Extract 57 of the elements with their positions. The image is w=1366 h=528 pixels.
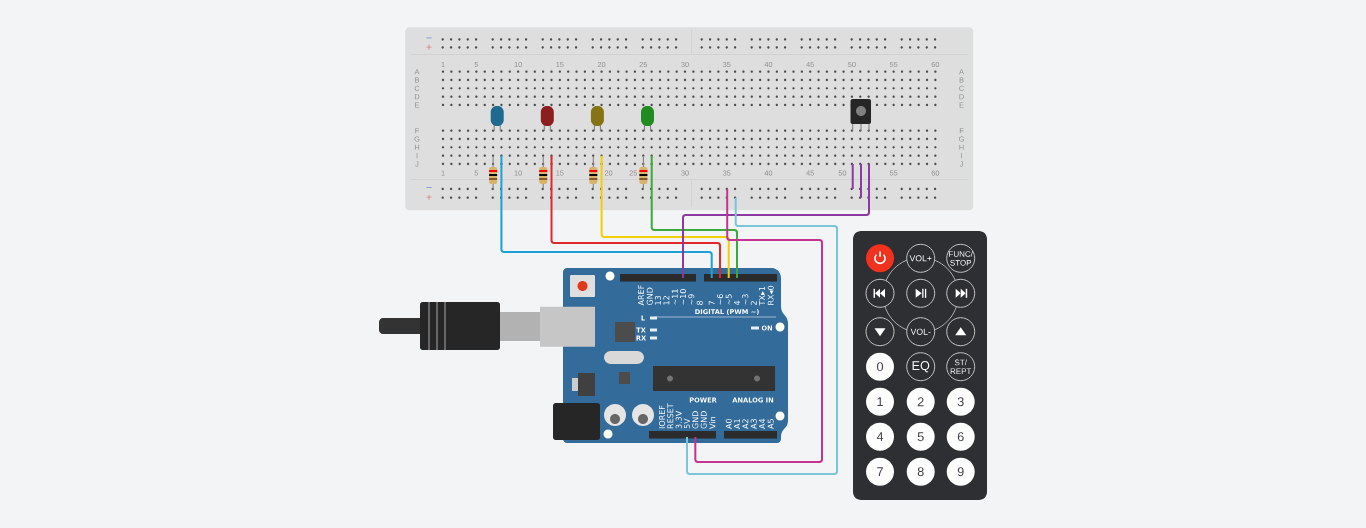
pin-label: RESET xyxy=(667,403,674,429)
pin-label: ~10 xyxy=(680,289,687,305)
pin-label: A2 xyxy=(742,419,749,429)
pin-label: 3.3V xyxy=(675,410,682,429)
remote-button: 4 xyxy=(866,422,894,451)
pin-label: AREF xyxy=(638,285,644,306)
rail-sign: − xyxy=(426,187,432,188)
pin-label: Vin xyxy=(709,417,716,429)
pin-label: 12 xyxy=(663,296,670,305)
remote-button: 1 xyxy=(866,387,894,416)
jumper-wire xyxy=(650,154,738,279)
pin-label: 7 xyxy=(708,301,715,305)
pin-label: A4 xyxy=(759,418,765,429)
jumper-wire xyxy=(550,154,721,279)
remote-button: 3 xyxy=(946,387,975,416)
remote-button: 6 xyxy=(946,422,975,451)
pin-label: GND xyxy=(692,411,699,429)
jumper-wire xyxy=(686,196,838,475)
pin-label: 5V xyxy=(684,418,690,429)
pin-label: ~5 xyxy=(725,294,732,305)
pin-label: GND xyxy=(700,411,707,429)
pin-label: ~3 xyxy=(742,294,749,305)
rail-sign: + xyxy=(426,44,432,50)
remote-button: EQ xyxy=(906,352,936,382)
pin-label: ~11 xyxy=(671,289,678,305)
pin-label: A5 xyxy=(767,419,774,429)
remote-button: 9 xyxy=(946,457,975,486)
remote-button: ST/ REPT xyxy=(946,352,976,382)
rail-sign: + xyxy=(426,194,432,200)
jumper-wire xyxy=(500,154,713,279)
pin-label: 2 xyxy=(750,301,757,305)
microcontroller-board-drawing xyxy=(540,268,788,443)
pin-label: 8 xyxy=(696,300,703,305)
pin-label: A0 xyxy=(725,418,732,429)
pin-label: 13 xyxy=(655,295,662,305)
remote-button: 0 xyxy=(866,352,894,381)
remote-button: VOL- xyxy=(906,317,936,347)
jumper-wire xyxy=(682,163,870,279)
pin-label: IOREF xyxy=(659,405,666,429)
remote-button: 8 xyxy=(906,457,935,486)
remote-button: VOL+ xyxy=(906,243,936,273)
pin-label: GND xyxy=(646,287,653,305)
pin-label: A1 xyxy=(734,419,740,429)
pin-label: ~6 xyxy=(717,294,724,305)
rail-sign: − xyxy=(426,37,432,39)
pin-label: TX▸1 xyxy=(759,286,765,306)
pin-label: A3 xyxy=(750,419,757,429)
remote-button: FUNC/ STOP xyxy=(946,243,976,273)
remote-button: 2 xyxy=(906,387,935,416)
remote-button: 5 xyxy=(906,422,935,451)
pin-label: ~9 xyxy=(688,294,695,305)
pin-label: 4 xyxy=(734,300,740,306)
jumper-wire xyxy=(600,154,730,279)
pin-label: RX◂0 xyxy=(767,285,774,305)
jumper-wire xyxy=(694,188,823,463)
remote-button: 7 xyxy=(866,457,894,486)
breadboard-drawing xyxy=(405,27,974,211)
